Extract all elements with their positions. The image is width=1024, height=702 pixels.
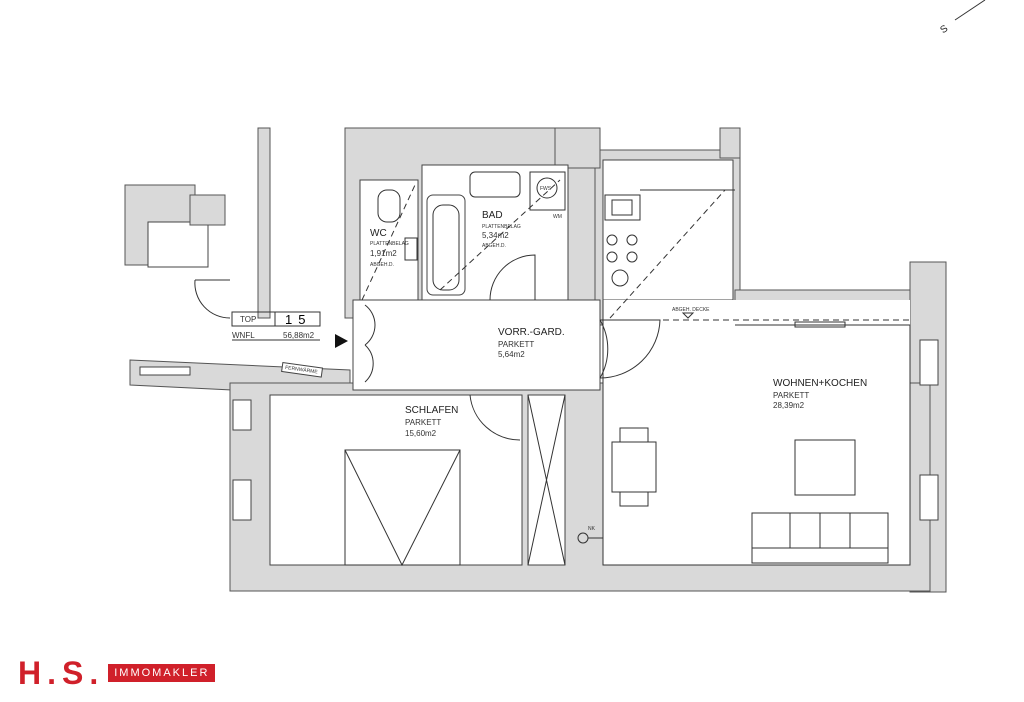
wnfl-value: 56,88m2 [283, 331, 315, 340]
radiator [794, 321, 846, 328]
sofa [751, 512, 889, 564]
room-kitchen [602, 159, 734, 301]
label-wohnen: WOHNEN+KOCHEN PARKETT 28,39m2 [773, 378, 867, 410]
company-logo: H.S. IMMOMAKLER [18, 655, 216, 691]
logo-sub: IMMOMAKLER [108, 664, 216, 682]
top-label: TOP [240, 315, 256, 324]
room-floor: PLATTENBELAG [370, 241, 409, 247]
room-name: WOHNEN+KOCHEN [773, 378, 867, 389]
fernwaerme-label: FERNWÄRME [285, 364, 319, 376]
abgeh-decke-label: ABGEH. DECKE [672, 307, 710, 313]
bathtub [426, 194, 466, 296]
label-wc: WC PLATTENBELAG 1,91m2 ABGEH.D. [370, 228, 409, 268]
nk-label: NK [588, 526, 596, 532]
wnfl-label: WNFL [232, 331, 255, 340]
room-name: VORR.-GARD. [498, 327, 565, 338]
room-schlafen [269, 394, 523, 566]
wm-label: WM [553, 214, 562, 220]
washbasin [469, 171, 521, 198]
room-vorraum [352, 299, 601, 391]
entrance-arrow-icon [335, 334, 348, 348]
toilet [377, 189, 401, 223]
fws-label: FWS [540, 186, 552, 192]
top-number: 15 [285, 312, 311, 327]
room-floor: PARKETT [405, 418, 441, 427]
room-area: 28,39m2 [773, 401, 805, 410]
room-area: 1,91m2 [370, 249, 397, 258]
coffee-table [794, 439, 856, 496]
room-note: ABGEH.D. [370, 262, 394, 268]
room-note: ABGEH.D. [482, 243, 506, 249]
label-bad: BAD PLATTENBELAG 5,34m2 ABGEH.D. [482, 210, 521, 249]
room-floor: PARKETT [498, 340, 534, 349]
wc-basin [404, 237, 418, 261]
entrance-door [364, 304, 376, 383]
room-floor: PARKETT [773, 391, 809, 400]
dining-table [611, 427, 657, 507]
room-area: 5,34m2 [482, 231, 509, 240]
label-vorraum: VORR.-GARD. PARKETT 5,64m2 [498, 327, 565, 359]
stove [606, 234, 638, 287]
room-area: 5,64m2 [498, 350, 525, 359]
kitchen-sink [604, 194, 641, 221]
neighbour-walls [124, 127, 351, 393]
room-name: BAD [482, 210, 503, 221]
windows [232, 339, 939, 521]
room-name: SCHLAFEN [405, 405, 458, 416]
room-area: 15,60m2 [405, 429, 437, 438]
fws-box [529, 171, 566, 211]
compass-icon: S [938, 0, 986, 36]
room-wohnen [603, 300, 910, 565]
door-wohnen [599, 319, 609, 379]
room-name: WC [370, 228, 387, 239]
room-floor: PLATTENBELAG [482, 224, 521, 230]
unit-info-box: TOP 15 WNFL 56,88m2 [231, 311, 321, 341]
compass-label: S [938, 23, 950, 36]
label-schlafen: SCHLAFEN PARKETT 15,60m2 [405, 405, 458, 438]
bed [344, 449, 461, 567]
door-bad [489, 254, 536, 301]
logo-main: H.S. [18, 655, 105, 691]
door-schlafen [469, 394, 521, 441]
